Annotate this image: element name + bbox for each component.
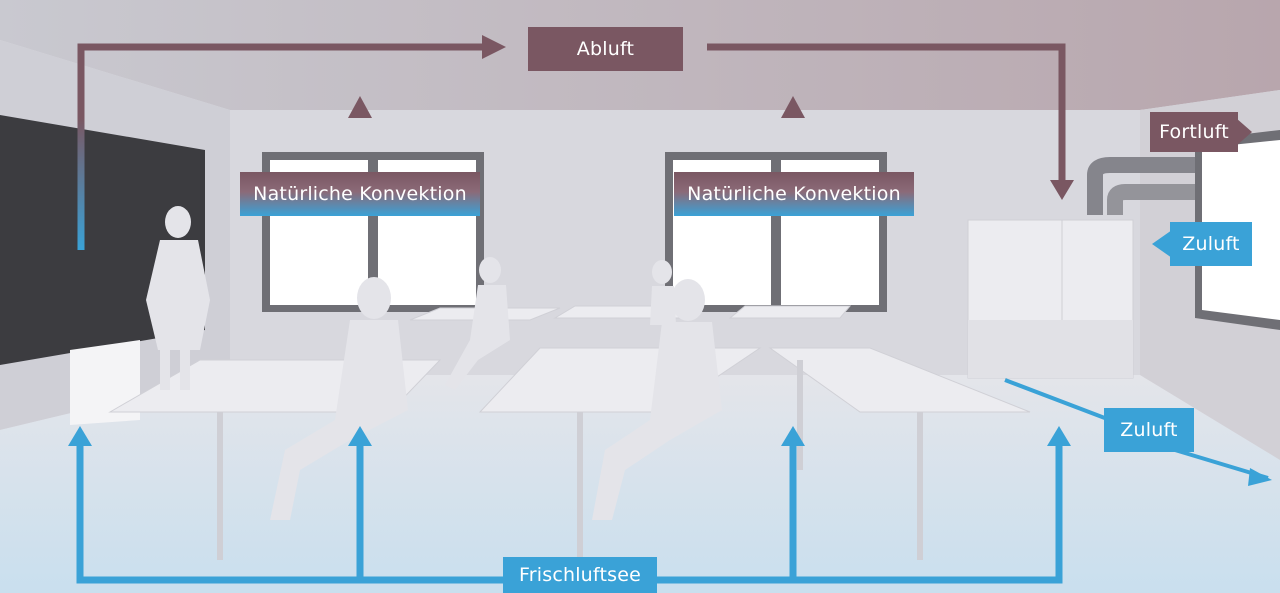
label-zuluft-unit: Zuluft [1170,222,1252,266]
duct-pipes [1087,157,1195,215]
label-konvektion-left: Natürliche Konvektion [240,172,480,216]
arrow-up-icon [68,426,92,446]
arrow-down-icon [1050,180,1074,200]
arrow-up-icon [1047,426,1071,446]
arrow-right-icon [482,35,506,59]
label-zuluft-floor: Zuluft [1104,408,1194,452]
left-window-light [70,340,140,425]
zuluft-arrow-icon [1152,230,1172,258]
fortluft-arrow-icon [1236,118,1252,146]
arrow-up-icon [781,96,805,118]
people [146,206,722,520]
teacher-exhaust-line [77,43,492,250]
arrow-up-icon [348,96,372,118]
label-konvektion-right: Natürliche Konvektion [674,172,914,216]
label-abluft: Abluft [528,27,683,71]
label-fortluft: Fortluft [1150,112,1238,152]
exhaust-to-unit-line [707,43,1066,182]
ventilation-unit [967,219,1134,379]
label-frischluftsee: Frischluftsee [503,557,657,593]
arrow-right-icon [1248,468,1272,486]
desk-legs [217,360,923,560]
zuluft-floor-line [1004,378,1111,422]
arrow-up-icon [781,426,805,446]
arrow-up-icon [348,426,372,446]
